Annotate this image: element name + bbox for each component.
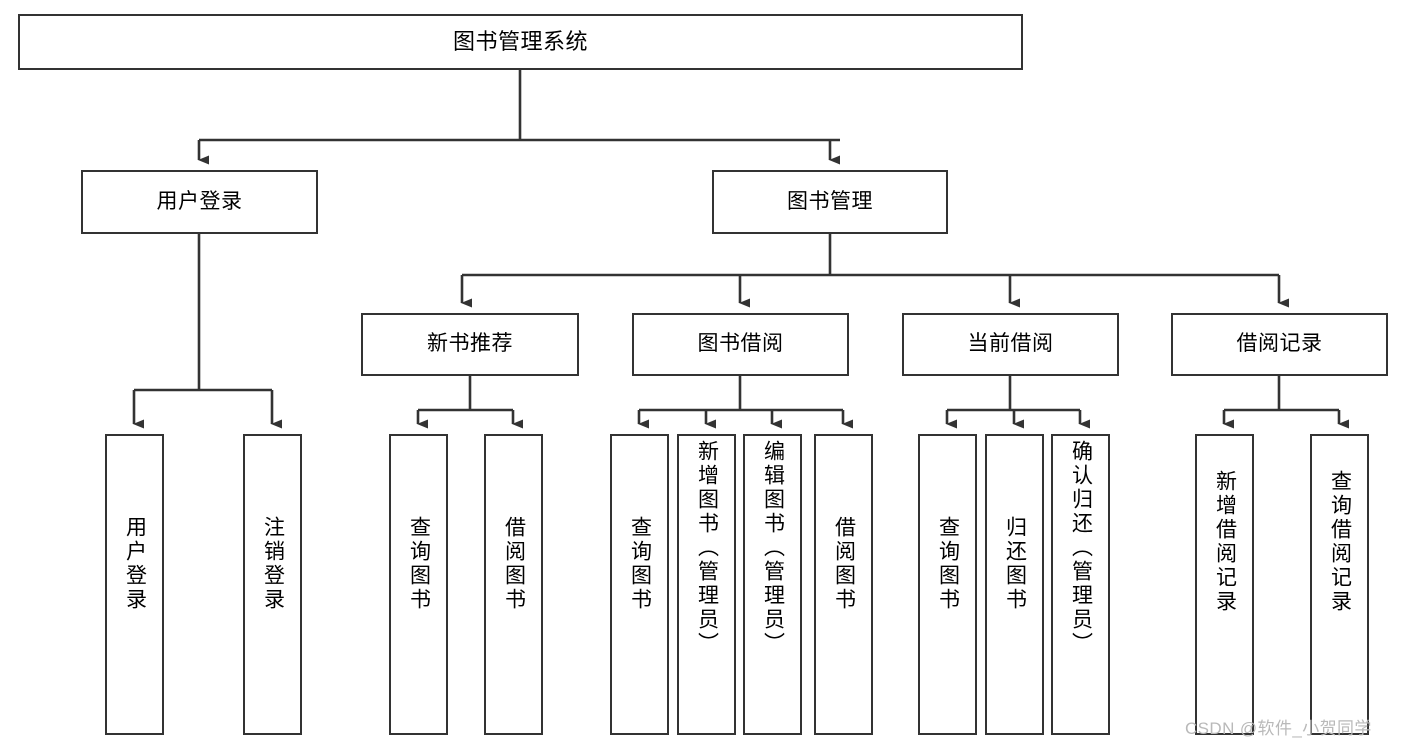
node-label: 新书推荐 <box>427 332 513 356</box>
leaf-query-borrow-record[interactable]: 查询借阅记录 <box>1310 434 1369 735</box>
node-label: 注销登录 <box>261 516 285 612</box>
leaf-user-login[interactable]: 用户登录 <box>105 434 164 735</box>
node-label: 查询借阅记录 <box>1328 470 1352 614</box>
node-label: 编辑图书（管理员） <box>761 440 785 656</box>
node-root-system[interactable]: 图书管理系统 <box>18 14 1023 70</box>
node-label: 用户登录 <box>123 516 147 612</box>
leaf-query-book-borrow[interactable]: 查询图书 <box>610 434 669 735</box>
node-label: 图书管理 <box>787 189 873 213</box>
node-current-borrow[interactable]: 当前借阅 <box>902 313 1119 376</box>
node-label: 新增借阅记录 <box>1213 470 1237 614</box>
leaf-user-logout[interactable]: 注销登录 <box>243 434 302 735</box>
node-label: 图书借阅 <box>697 332 784 356</box>
leaf-query-book-recommend[interactable]: 查询图书 <box>389 434 448 735</box>
node-label: 借阅图书 <box>502 516 526 612</box>
node-label: 确认归还（管理员） <box>1069 440 1093 656</box>
node-label: 借阅记录 <box>1236 332 1323 356</box>
node-label: 归还图书 <box>1003 516 1027 612</box>
node-label: 当前借阅 <box>967 332 1054 356</box>
node-borrow-records[interactable]: 借阅记录 <box>1171 313 1388 376</box>
node-label: 查询图书 <box>407 516 431 612</box>
node-book-management[interactable]: 图书管理 <box>712 170 948 234</box>
node-user-login[interactable]: 用户登录 <box>81 170 318 234</box>
leaf-query-book-current[interactable]: 查询图书 <box>918 434 977 735</box>
leaf-edit-book-admin[interactable]: 编辑图书（管理员） <box>743 434 802 735</box>
node-label: 查询图书 <box>628 516 652 612</box>
node-label: 用户登录 <box>156 189 243 213</box>
leaf-return-book[interactable]: 归还图书 <box>985 434 1044 735</box>
node-book-borrow[interactable]: 图书借阅 <box>632 313 849 376</box>
leaf-borrow-book[interactable]: 借阅图书 <box>814 434 873 735</box>
node-new-book-recommend[interactable]: 新书推荐 <box>361 313 579 376</box>
node-label: 新增图书（管理员） <box>695 440 719 656</box>
leaf-add-borrow-record[interactable]: 新增借阅记录 <box>1195 434 1254 735</box>
leaf-borrow-book-recommend[interactable]: 借阅图书 <box>484 434 543 735</box>
node-label: 查询图书 <box>936 516 960 612</box>
leaf-confirm-return-admin[interactable]: 确认归还（管理员） <box>1051 434 1110 735</box>
leaf-add-book-admin[interactable]: 新增图书（管理员） <box>677 434 736 735</box>
node-label: 图书管理系统 <box>452 29 588 55</box>
node-label: 借阅图书 <box>832 516 856 612</box>
csdn-watermark: CSDN @软件_小贺同学 <box>1185 719 1372 738</box>
